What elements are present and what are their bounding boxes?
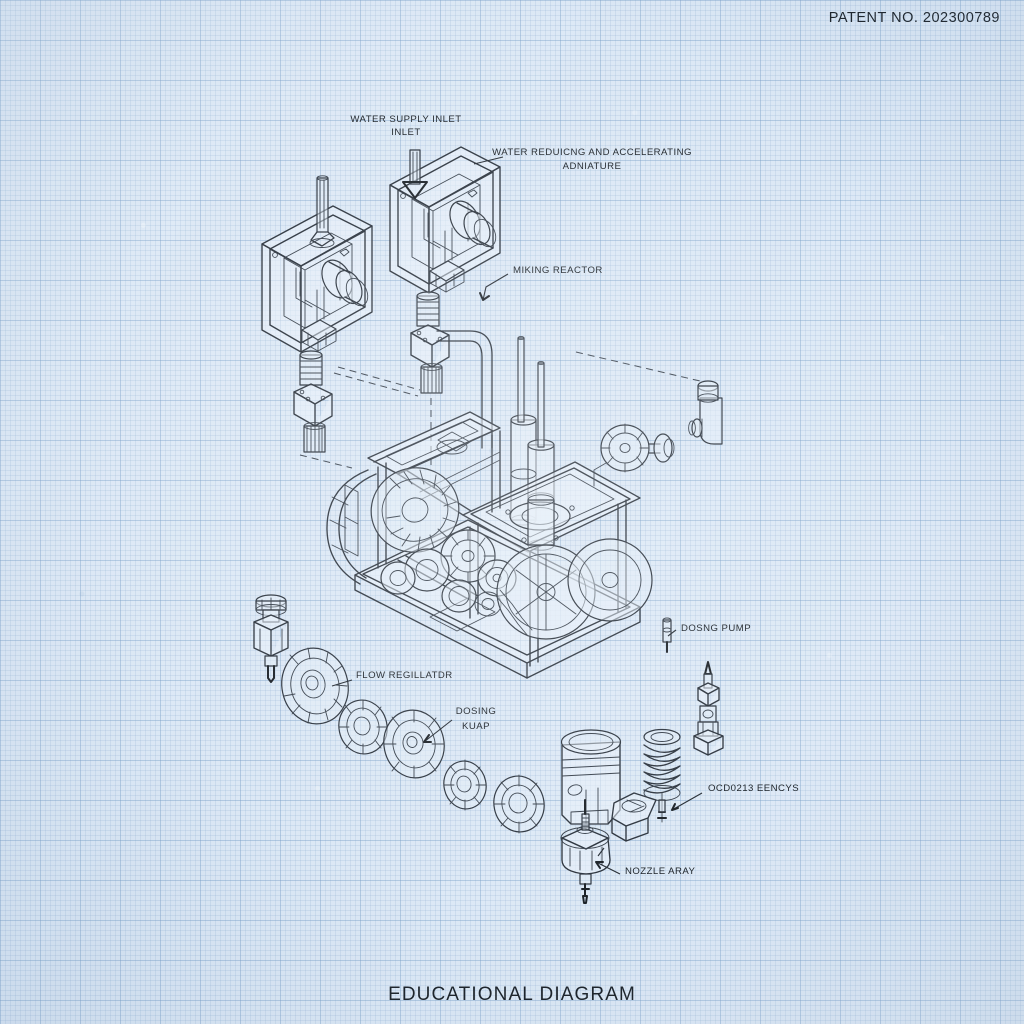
valve-module-right	[389, 146, 501, 394]
alignment-dash-right	[575, 351, 701, 382]
nozzle-cap	[560, 799, 611, 904]
elbow-fitting	[688, 380, 723, 445]
label-water-reducing-line1: WATER REDUICNG AND ACCELERATING	[492, 147, 692, 158]
label-dosing-pump: DOSNG PUMP	[681, 623, 751, 634]
alignment-dash-left	[299, 454, 353, 469]
flow-regulator-spindle	[253, 594, 289, 683]
label-dosing-kuap-line2: KUAP	[462, 721, 490, 732]
gear-cascade	[281, 647, 545, 834]
valve-module-left	[261, 175, 373, 453]
piston	[560, 729, 622, 825]
dosing-pump-pin	[662, 617, 672, 653]
label-water-supply-inlet-line2: INLET	[391, 127, 420, 138]
inlet-arrow-icon	[402, 149, 428, 199]
label-mixing-reactor: MIKING REACTOR	[513, 265, 603, 276]
label-nozzle-array: NOZZLE ARAY	[625, 866, 695, 877]
label-dosing-kuap-line1: DOSING	[456, 706, 497, 717]
label-water-supply-inlet-line1: WATER SUPPLY INLET	[350, 114, 461, 125]
gear-train-internal	[370, 467, 653, 640]
leader-lines	[331, 156, 703, 875]
bearing-cup	[611, 792, 657, 842]
label-spring-assembly: OCD0213 EENCYS	[708, 783, 799, 794]
alignment-dashes	[333, 366, 421, 397]
valve-stem	[693, 661, 724, 756]
coil-spring	[643, 728, 681, 823]
patent-number: PATENT NO. 202300789	[829, 10, 1000, 26]
footer-title: EDUCATIONAL DIAGRAM	[388, 984, 636, 1005]
label-flow-regulator: FLOW REGILLATDR	[356, 670, 453, 681]
label-water-reducing-line2: ADNIATURE	[563, 161, 622, 172]
side-gear-shaft	[600, 423, 675, 473]
main-housing	[326, 411, 653, 679]
